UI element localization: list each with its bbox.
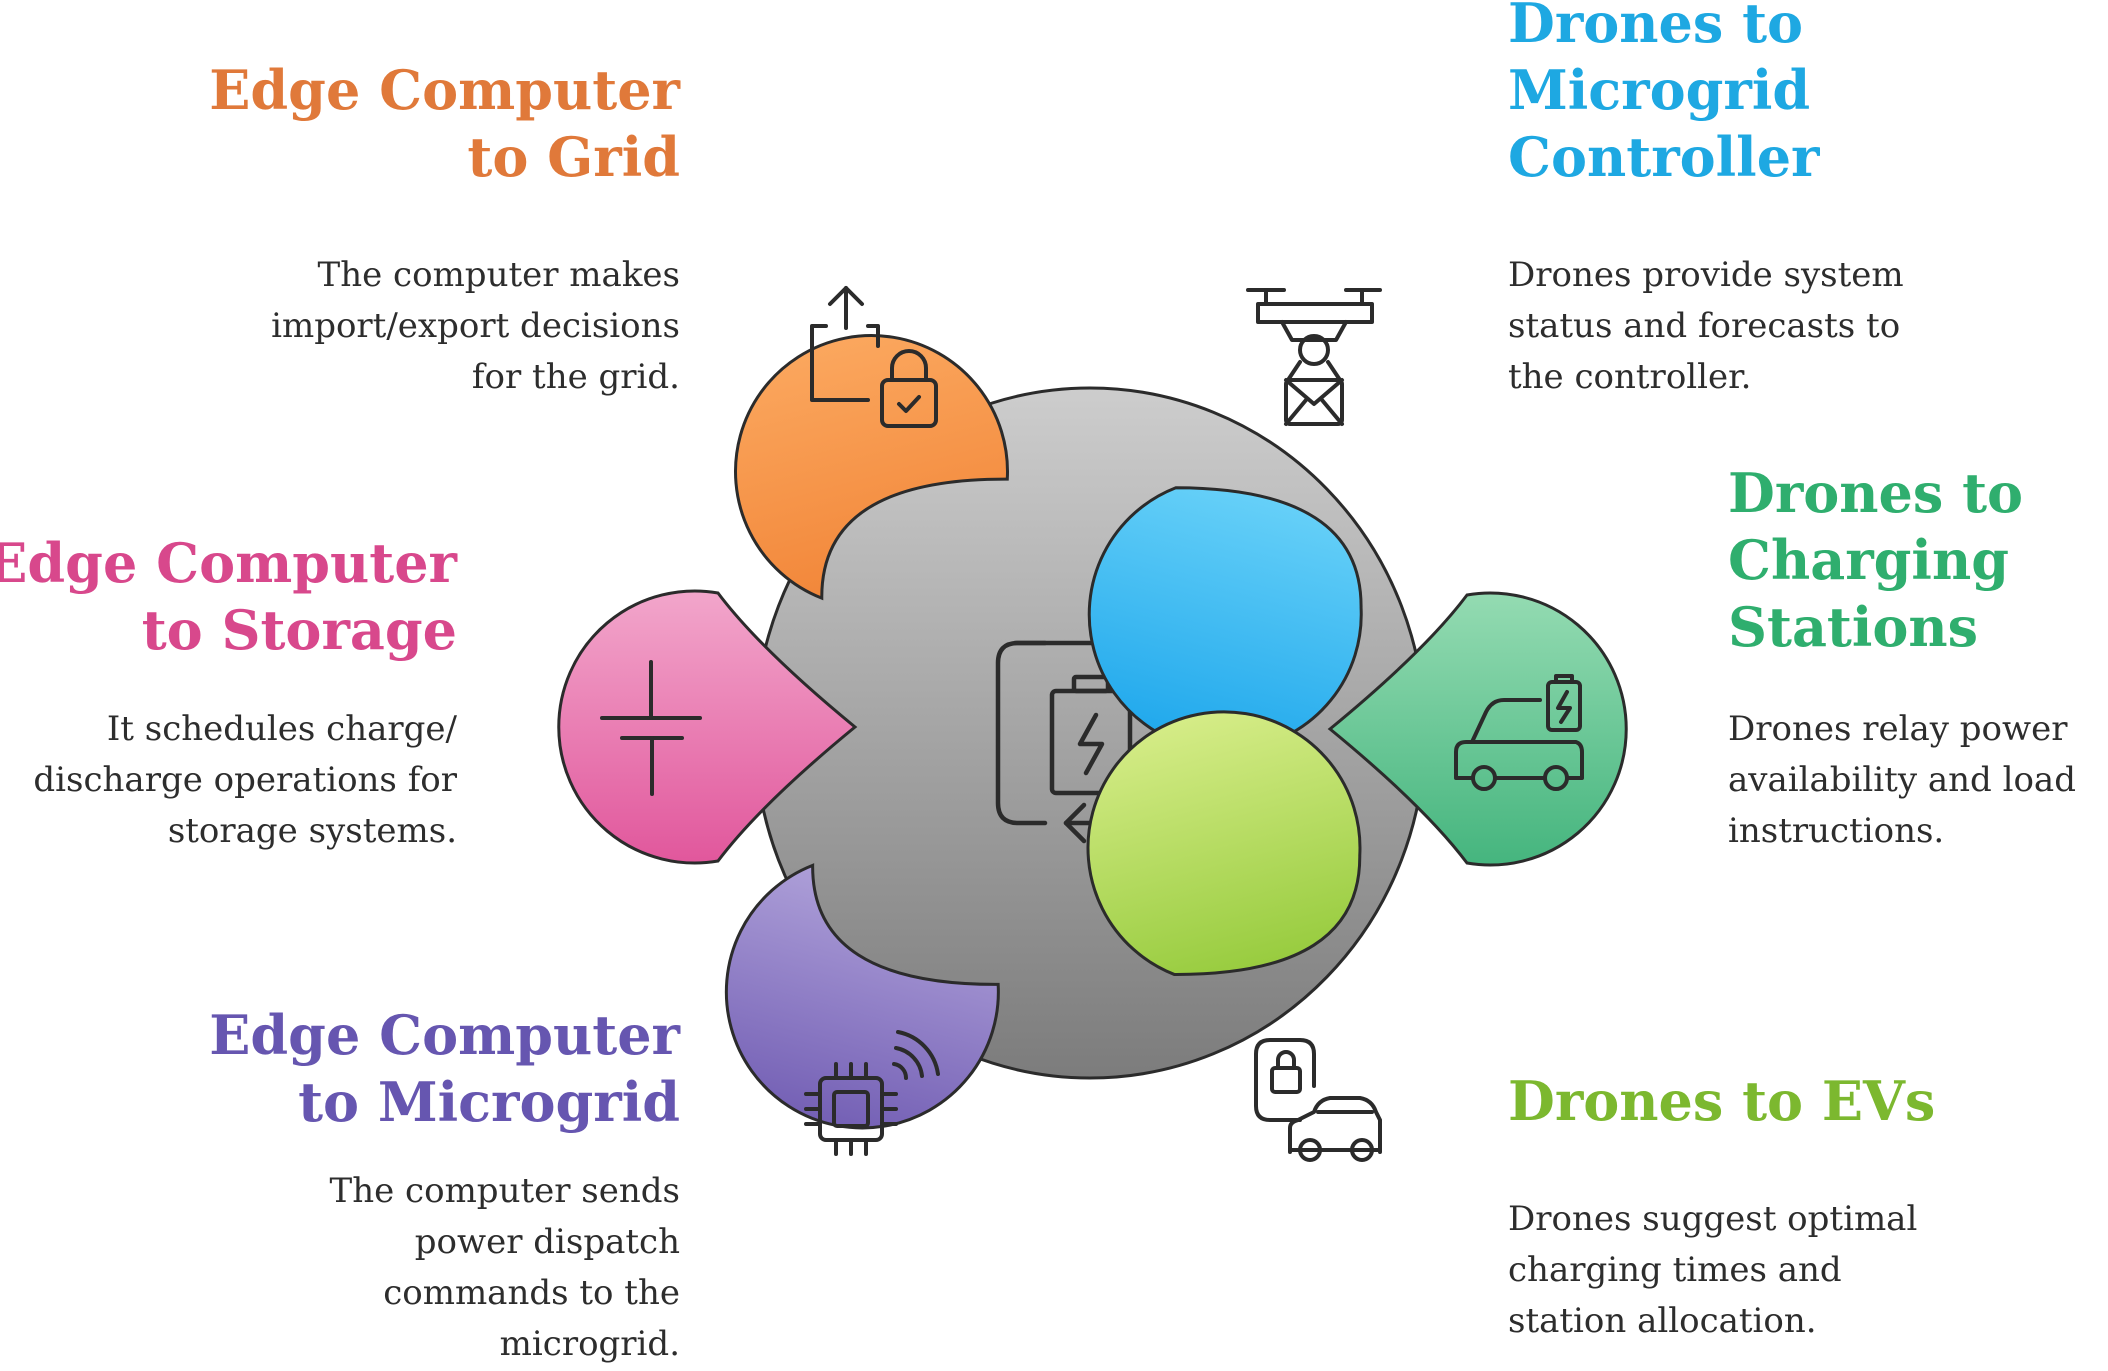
phone-car-icon <box>1254 1038 1382 1162</box>
edge-grid-description: The computer makes import/export decisio… <box>271 255 680 397</box>
edge-microgrid-drop <box>724 863 1000 1130</box>
drones-controller-title: Drones to Microgrid Controller <box>1508 0 1820 189</box>
edge-grid-drop <box>734 334 1009 601</box>
drones-evs-title: Drones to EVs <box>1508 1069 1936 1133</box>
drones-evs-description: Drones suggest optimal charging times an… <box>1508 1199 1918 1341</box>
drone-package-icon <box>1246 288 1382 426</box>
capacitor-icon <box>600 660 702 796</box>
chip-wireless-icon <box>804 1030 940 1156</box>
drones-stations-description: Drones relay power availability and load… <box>1728 709 2076 851</box>
edge-storage-drop <box>557 589 858 865</box>
upload-lock-icon <box>810 286 938 428</box>
edge-microgrid-description: The computer sends power dispatch comman… <box>329 1171 680 1364</box>
drones-stations-title: Drones to Charging Stations <box>1728 461 2024 659</box>
ev-charging-icon <box>1454 674 1584 791</box>
edge-microgrid-title: Edge Computer to Microgrid <box>209 1003 680 1134</box>
drones-evs-drop <box>1086 710 1362 976</box>
edge-storage-title: Edge Computer to Storage <box>0 531 457 662</box>
drones-controller-description: Drones provide system status and forecas… <box>1508 255 1904 397</box>
edge-grid-title: Edge Computer to Grid <box>209 58 680 189</box>
edge-storage-description: It schedules charge/ discharge operation… <box>33 709 457 851</box>
